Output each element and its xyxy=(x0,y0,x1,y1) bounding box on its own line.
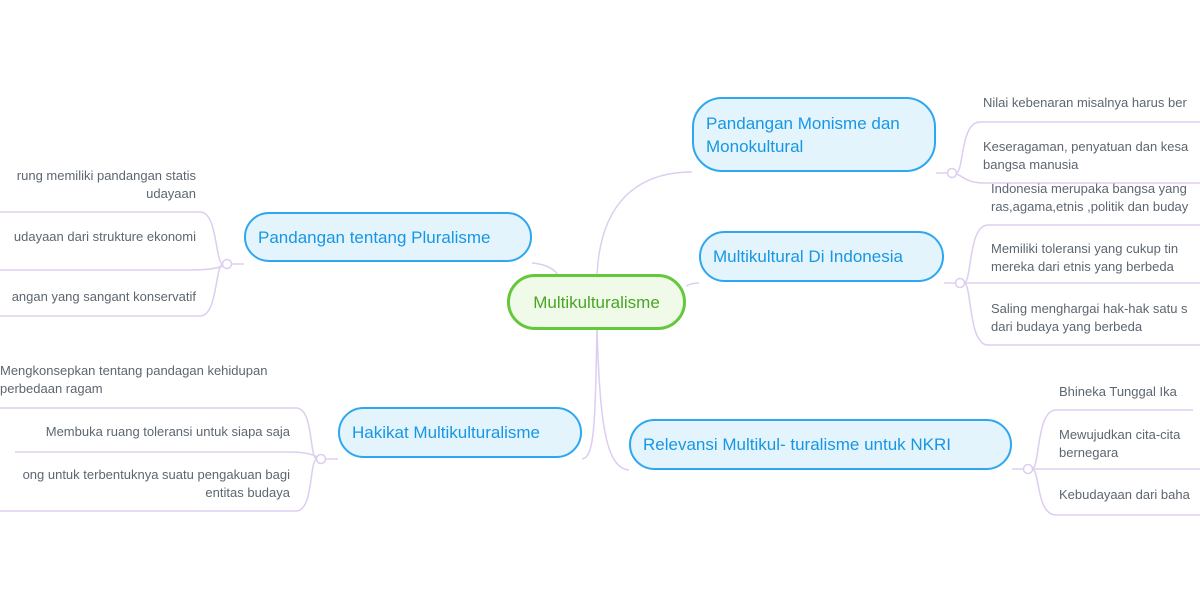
leaf-item[interactable]: Membuka ruang toleransi untuk siapa saja xyxy=(45,424,290,439)
leaf-item[interactable]: Mengkonsepkan tentang pandagan kehidupan… xyxy=(0,363,268,396)
leaf-item[interactable]: Saling menghargai hak-hak satu s dari bu… xyxy=(991,301,1188,334)
leaf-item[interactable]: Kebudayaan dari baha xyxy=(1059,487,1190,502)
leaf-item[interactable]: udayaan dari strukture ekonomi xyxy=(13,229,196,244)
topic-label: Multikultural Di Indonesia xyxy=(713,247,903,266)
topic-multikultural-indonesia[interactable]: Multikultural Di Indonesia xyxy=(699,231,944,282)
topic-hakikat[interactable]: Hakikat Multikulturalisme xyxy=(338,407,582,458)
topic-monisme[interactable]: Pandangan Monisme dan Monokultural xyxy=(692,97,936,172)
leaf-item[interactable]: Mewujudkan cita-cita bernegara xyxy=(1059,427,1181,460)
topic-relevansi[interactable]: Relevansi Multikul- turalisme untuk NKRI xyxy=(629,419,1012,470)
central-topic-label: Multikulturalisme xyxy=(533,292,660,312)
central-topic[interactable]: Multikulturalisme xyxy=(507,274,686,330)
topic-label: Pandangan tentang Pluralisme xyxy=(258,227,491,247)
leaf-item[interactable]: Memiliki toleransi yang cukup tin mereka… xyxy=(991,241,1179,274)
leaf-item[interactable]: Indonesia merupaka bangsa yang ras,agama… xyxy=(991,181,1189,214)
leaf-item[interactable]: Bhineka Tunggal Ika xyxy=(1059,384,1177,399)
leaf-item[interactable]: Nilai kebenaran misalnya harus ber xyxy=(983,95,1187,110)
leaf-item[interactable]: ong untuk terbentuknya suatu pengakuan b… xyxy=(22,467,290,500)
topic-label: Hakikat Multikulturalisme xyxy=(352,423,540,442)
topic-label: Pandangan Monisme dan Monokultural xyxy=(706,113,900,156)
leaf-item[interactable]: angan yang sangant konservatif xyxy=(11,289,196,304)
leaf-item[interactable]: Keseragaman, penyatuan dan kesa bangsa m… xyxy=(983,139,1189,172)
topic-label: Relevansi Multikul- turalisme untuk NKRI xyxy=(643,435,951,454)
leaf-item[interactable]: rung memiliki pandangan statis udayaan xyxy=(16,168,196,201)
topic-pluralisme[interactable]: Pandangan tentang Pluralisme xyxy=(244,212,532,262)
